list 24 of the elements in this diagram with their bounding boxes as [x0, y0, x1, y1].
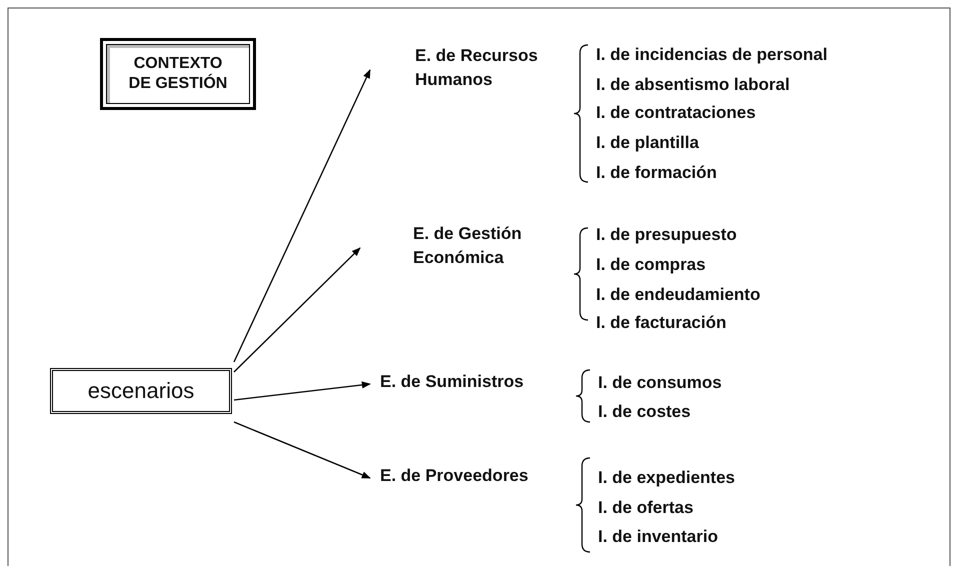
list-item: I. de compras: [596, 254, 706, 276]
category-label: E. de Recursos Humanos: [372, 44, 572, 96]
category-label: E. de Suministros: [372, 370, 577, 398]
arrow: [233, 69, 371, 362]
list-item: I. de inventario: [598, 526, 718, 548]
list-item: I. de presupuesto: [596, 224, 737, 246]
list-item: I. de consumos: [598, 372, 722, 394]
list-item: I. de facturación: [596, 312, 726, 334]
list-item: I. de incidencias de personal: [596, 44, 828, 66]
arrow: [234, 247, 361, 372]
list-item: I. de expedientes: [598, 467, 735, 489]
category-label: E. de Proveedores: [372, 464, 577, 492]
category-label: E. de Gestión Económica: [362, 222, 572, 274]
title-box: CONTEXTO DE GESTIÓN: [100, 38, 256, 110]
list-item: I. de costes: [598, 401, 691, 423]
list-item: I. de formación: [596, 162, 717, 184]
list-item: I. de endeudamiento: [596, 284, 760, 306]
arrow: [234, 421, 371, 479]
list-item: I. de contrataciones: [596, 102, 756, 124]
list-item: I. de plantilla: [596, 132, 699, 154]
process-box: escenarios: [50, 368, 232, 414]
arrow: [234, 381, 371, 401]
list-item: I. de absentismo laboral: [596, 74, 790, 96]
list-item: I. de ofertas: [598, 497, 694, 519]
